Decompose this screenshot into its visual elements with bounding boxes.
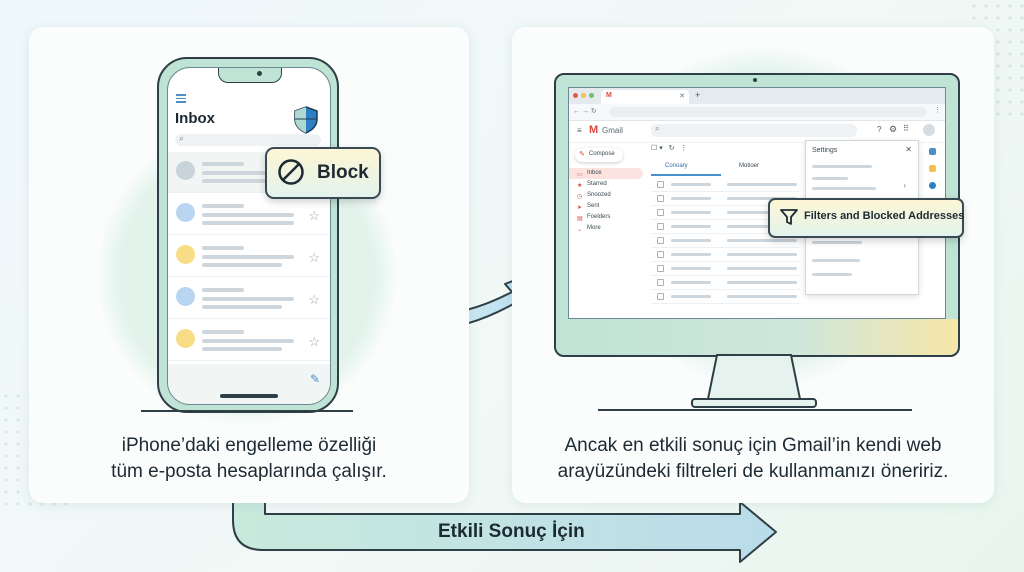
- star-icon[interactable]: ☆: [308, 250, 320, 265]
- avatar: [176, 329, 195, 348]
- bottom-flow-label: Etkili Sonuç İçin: [438, 521, 585, 542]
- help-icon[interactable]: ?: [877, 125, 882, 134]
- sidebar-item-inbox[interactable]: [569, 168, 643, 179]
- star-icon[interactable]: ☆: [308, 334, 320, 349]
- list-item[interactable]: ☆: [168, 236, 330, 277]
- shield-icon: [294, 106, 318, 134]
- filter-icon: [780, 209, 798, 225]
- table-row[interactable]: [651, 220, 801, 234]
- compose-icon[interactable]: ✎: [309, 372, 320, 386]
- sidebar-icons: ▭★◷➤▤⌄: [577, 172, 583, 233]
- right-panel: M ✕ + ← → ↻ ⋮ ≡ M Gmail ⌕ ? ⚙ ⠿: [512, 27, 994, 503]
- hamburger-icon[interactable]: ≡: [577, 126, 582, 135]
- star-icon[interactable]: ☆: [308, 208, 320, 223]
- new-tab-icon[interactable]: +: [695, 90, 701, 100]
- table-row[interactable]: [651, 262, 801, 276]
- browser-address-bar: ← → ↻ ⋮: [569, 104, 945, 121]
- table-row[interactable]: [651, 178, 801, 192]
- right-caption: Ancak en etkili sonuç için Gmail’in kend…: [557, 435, 949, 482]
- iphone-mockup: Inbox ⌕ ☆: [157, 57, 339, 413]
- avatar[interactable]: [923, 124, 935, 136]
- list-item[interactable]: ☆: [168, 278, 330, 319]
- search-icon: ⌕: [655, 124, 660, 133]
- sidebar-item[interactable]: Starred: [587, 181, 607, 187]
- inbox-title: Inbox: [175, 110, 215, 127]
- side-app-strip: [929, 148, 941, 189]
- star-icon[interactable]: ☆: [308, 292, 320, 307]
- filters-blocked-addresses-button[interactable]: Filters and Blocked Addresses: [768, 198, 964, 238]
- list-item[interactable]: ☆: [168, 320, 330, 361]
- search-input[interactable]: ⌕: [651, 124, 857, 137]
- phone-base-line: [141, 410, 353, 412]
- apps-icon[interactable]: ⠿: [903, 124, 909, 133]
- browser-tab-bar: M ✕ +: [569, 88, 945, 104]
- phone-screen: Inbox ⌕ ☆: [167, 67, 331, 405]
- table-row[interactable]: [651, 290, 801, 304]
- monitor-chin: [556, 319, 958, 355]
- monitor-camera: [753, 78, 757, 82]
- avatar: [176, 287, 195, 306]
- sidebar-item[interactable]: Foelders: [587, 214, 611, 220]
- tab-secondary[interactable]: Motioer: [739, 163, 760, 169]
- left-panel: Inbox ⌕ ☆: [29, 27, 469, 503]
- block-label: Block: [317, 162, 369, 183]
- table-row[interactable]: [651, 276, 801, 290]
- search-input[interactable]: ⌕: [175, 133, 321, 146]
- compose-button[interactable]: Compose ✎: [575, 148, 623, 162]
- table-row[interactable]: [651, 192, 801, 206]
- monitor-stand: [598, 354, 912, 411]
- sidebar-item[interactable]: Snoozed: [587, 192, 611, 198]
- bottom-toolbar: ✎: [168, 364, 330, 404]
- filters-label: Filters and Blocked Addresses: [804, 210, 965, 222]
- home-indicator: [220, 394, 278, 398]
- settings-title: Settings: [812, 147, 838, 154]
- block-button[interactable]: Block: [265, 147, 381, 199]
- table-row[interactable]: [651, 234, 801, 248]
- gmail-logo-icon: M: [606, 92, 612, 99]
- sidebar-item[interactable]: Sent: [587, 203, 600, 209]
- phone-notch: [218, 68, 282, 83]
- close-icon[interactable]: ✕: [905, 145, 912, 154]
- search-icon: ⌕: [179, 133, 185, 143]
- gear-icon[interactable]: ⚙: [889, 124, 898, 134]
- avatar: [176, 245, 195, 264]
- sidebar-item[interactable]: Inbox: [587, 170, 602, 176]
- gmail-logo-text: Gmail: [602, 126, 623, 135]
- hamburger-icon[interactable]: [176, 94, 186, 103]
- avatar: [176, 161, 195, 180]
- left-caption: iPhone’daki engelleme özelliği tüm e-pos…: [111, 435, 387, 482]
- sidebar-item[interactable]: More: [587, 225, 601, 231]
- block-icon: [278, 159, 304, 185]
- table-row[interactable]: [651, 248, 801, 262]
- table-row[interactable]: [651, 206, 801, 220]
- list-item[interactable]: ☆: [168, 194, 330, 235]
- close-icon[interactable]: ✕: [679, 93, 685, 100]
- tab-primary[interactable]: Conoary: [651, 160, 721, 176]
- url-input[interactable]: [609, 107, 927, 117]
- gmail-header: ≡ M Gmail ⌕ ? ⚙ ⠿: [569, 120, 945, 143]
- compose-icon: ✎: [579, 151, 585, 158]
- browser-tab[interactable]: M ✕: [601, 90, 689, 104]
- list-toolbar: ☐ ▾ ↻ ⋮: [651, 145, 688, 152]
- avatar: [176, 203, 195, 222]
- gmail-logo-icon: M: [589, 124, 599, 136]
